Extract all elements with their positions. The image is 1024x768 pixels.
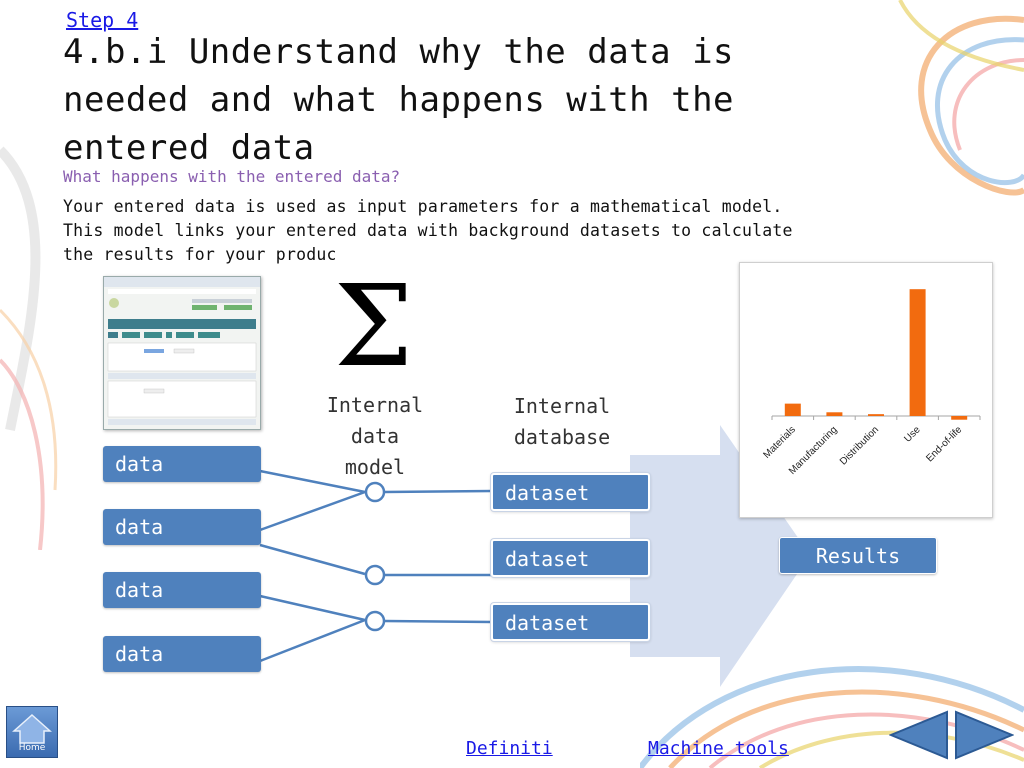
results-box: Results xyxy=(779,537,937,574)
data-box-4: data xyxy=(103,636,261,672)
data-box-3: data xyxy=(103,572,261,608)
definitions-link[interactable]: Definiti xyxy=(466,738,553,759)
tool-screenshot-thumbnail xyxy=(103,276,261,430)
dataset-box-2: dataset xyxy=(491,539,650,577)
section-subtitle: What happens with the entered data? xyxy=(63,167,401,186)
chart-bar-manufacturing xyxy=(826,412,843,416)
internal-db-line-2: database xyxy=(513,425,611,449)
body-text: Your entered data is used as input param… xyxy=(63,195,943,267)
internal-model-line-1: Internal xyxy=(326,393,424,417)
chart-category-label: Distribution xyxy=(838,424,881,467)
chart-bar-end-of-life xyxy=(951,416,968,420)
chart-bar-use xyxy=(909,289,926,416)
dataset-box-3: dataset xyxy=(491,603,650,641)
triangle-left-icon xyxy=(889,710,948,760)
triangle-right-icon xyxy=(955,710,1014,760)
page-title: 4.b.i Understand why the data is needed … xyxy=(63,32,735,168)
body-line-1: Your entered data is used as input param… xyxy=(63,197,783,216)
junction-node-1 xyxy=(364,481,386,503)
sigma-symbol: Σ xyxy=(334,262,414,392)
home-label: Home xyxy=(18,743,46,753)
chart-bar-materials xyxy=(784,403,801,416)
internal-db-line-1: Internal xyxy=(513,394,611,418)
internal-model-line-3: model xyxy=(344,455,406,479)
previous-slide-button[interactable] xyxy=(889,710,949,760)
dataset-box-1: dataset xyxy=(491,473,650,511)
machine-tools-link[interactable]: Machine tools xyxy=(648,738,789,759)
home-button[interactable]: Home xyxy=(6,706,58,758)
step-4-link[interactable]: Step 4 xyxy=(66,8,139,32)
decorative-swirl-left xyxy=(0,146,58,550)
body-line-2: This model links your entered data with … xyxy=(63,221,793,240)
junction-node-3 xyxy=(364,610,386,632)
internal-data-model-label: Internal data model xyxy=(300,390,450,483)
data-box-2: data xyxy=(103,509,261,545)
chart-category-label: Materials xyxy=(761,424,797,460)
internal-database-label: Internal database xyxy=(487,391,637,453)
next-slide-button[interactable] xyxy=(954,710,1014,760)
home-icon xyxy=(12,713,52,744)
chart-category-label: End-of-life xyxy=(924,424,964,464)
screenshot-thumbnail-image xyxy=(104,277,260,425)
chart-bar-distribution xyxy=(868,414,884,416)
internal-model-line-2: data xyxy=(350,424,400,448)
data-box-1: data xyxy=(103,446,261,482)
junction-node-2 xyxy=(364,564,386,586)
chart-category-label: Use xyxy=(902,424,923,445)
body-line-3: the results for your product. xyxy=(63,245,335,264)
